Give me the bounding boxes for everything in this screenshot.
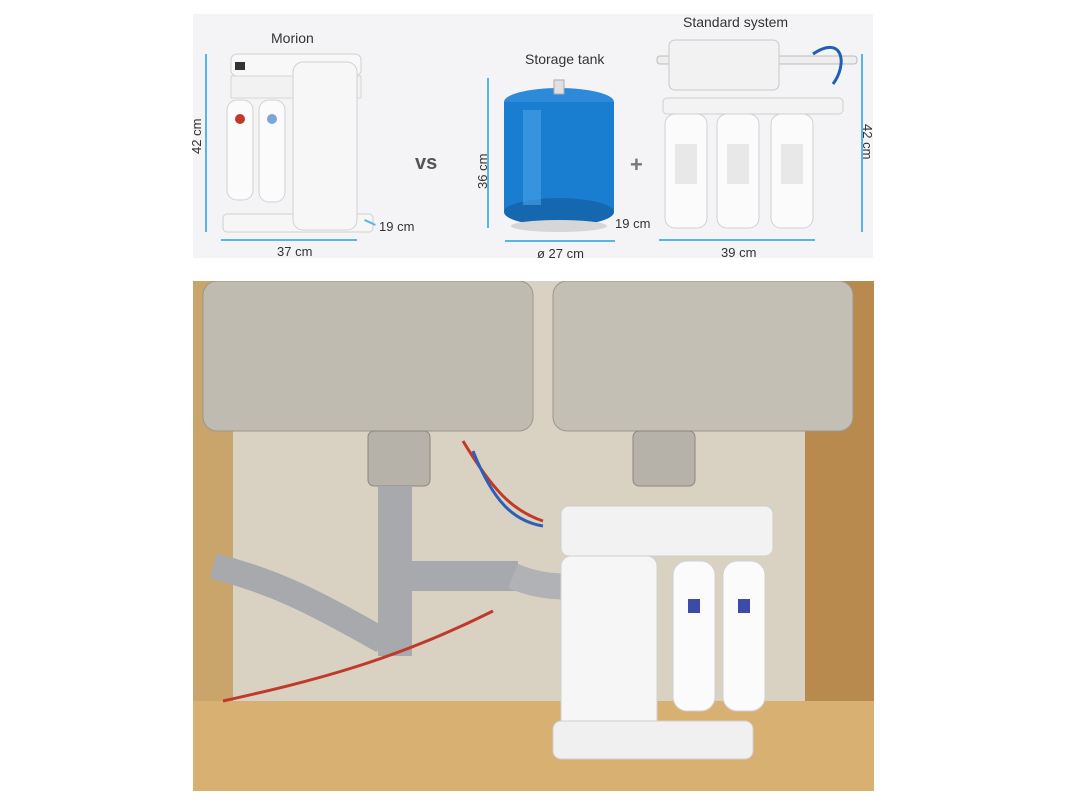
storage-tank-title: Storage tank [525, 51, 605, 67]
plus-sign: + [630, 152, 643, 177]
standard-system-height-label: 42 cm [860, 124, 875, 160]
storage-tank-height-label: 36 cm [475, 153, 490, 189]
standard-system [656, 39, 858, 229]
morion-height-label: 42 cm [189, 118, 204, 154]
under-sink-illustration [193, 281, 874, 791]
storage-tank-diameter-label: ø 27 cm [537, 246, 584, 261]
versus-text: vs [415, 152, 438, 174]
storage-tank [504, 79, 614, 232]
morion-width-label: 37 cm [277, 244, 313, 259]
standard-system-depth-label: 19 cm [615, 216, 651, 231]
under-sink-photo [193, 281, 874, 791]
standard-system-title: Standard system [683, 14, 789, 30]
morion-depth-label: 19 cm [379, 219, 415, 234]
morion-unit [222, 53, 374, 233]
comparison-panel: Morion 42 cm 37 cm 19 cm vs Storage tank… [189, 14, 875, 261]
morion-title: Morion [271, 30, 314, 46]
standard-system-width-label: 39 cm [721, 245, 757, 260]
comparison-illustration [205, 39, 863, 242]
